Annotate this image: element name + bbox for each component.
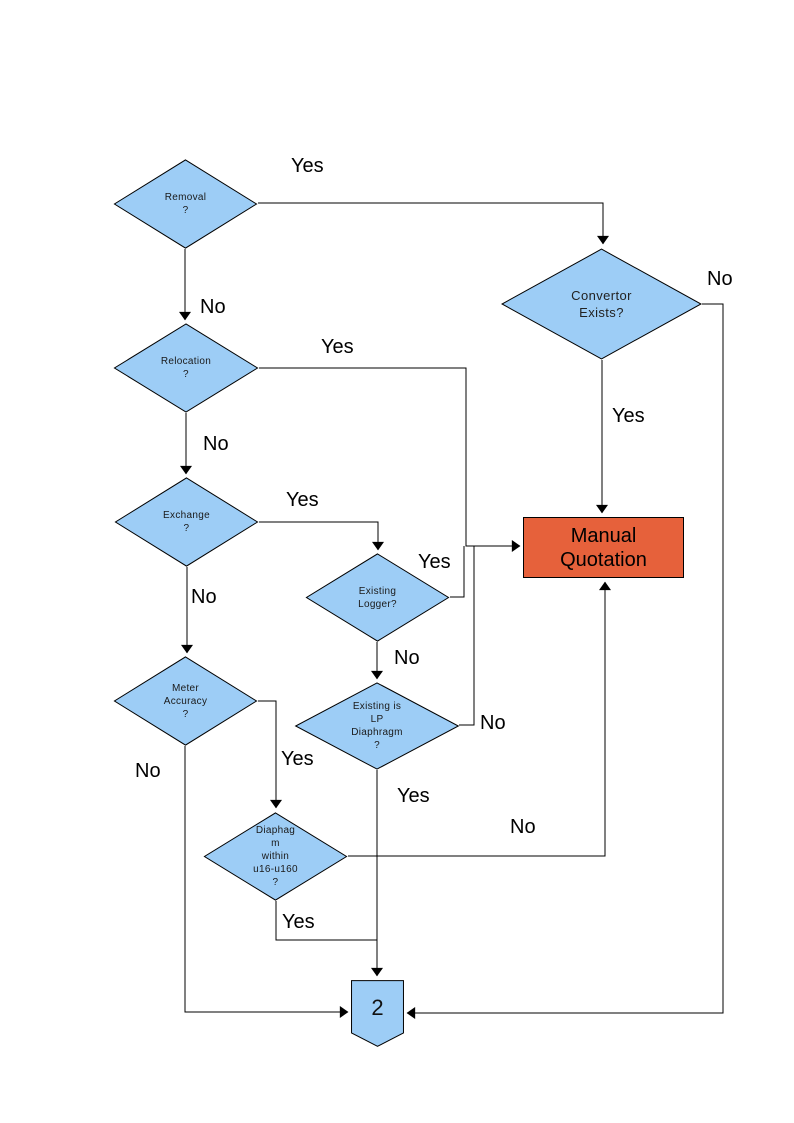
edge-label-meter-accuracy-no: No <box>135 760 161 782</box>
node-convertor-exists: Convertor Exists? <box>500 248 703 360</box>
edge-label-diaphragm-range-yes: Yes <box>282 911 315 933</box>
node-removal: Removal ? <box>113 159 258 249</box>
exchange-diamond-shape <box>114 477 259 567</box>
edge-label-exchange-yes: Yes <box>286 489 319 511</box>
node-manual-quotation-label: Manual Quotation <box>560 524 647 571</box>
node-relocation: Relocation ? <box>113 323 259 413</box>
node-relocation-label: Relocation ? <box>160 356 212 380</box>
node-offpage-connector: 2 <box>351 980 404 1047</box>
node-meter-accuracy: Meter Accuracy ? <box>113 656 258 746</box>
node-exchange: Exchange ? <box>114 477 259 567</box>
node-removal-label: Removal ? <box>164 192 207 216</box>
edge-relocation-yes <box>259 367 521 552</box>
meter-accuracy-diamond-shape <box>113 656 258 746</box>
existing-lp-diaphragm-diamond-shape <box>294 682 460 770</box>
node-diaphragm-range-label: Diaphag m within u16-u160 ? <box>253 825 298 888</box>
edge-label-existing-logger-no: No <box>394 647 420 669</box>
edge-exchange-yes <box>259 521 384 551</box>
edge-label-removal-no: No <box>200 296 226 318</box>
edge-label-relocation-yes: Yes <box>321 336 354 358</box>
offpage-connector-pentagon-shape <box>351 980 404 1047</box>
edge-label-lp-diaphragm-yes: Yes <box>397 785 430 807</box>
edge-lp-diaphragm-no <box>459 546 475 726</box>
node-existing-logger-label: Existing Logger? <box>358 585 397 610</box>
node-diaphragm-range: Diaphag m within u16-u160 ? <box>203 812 348 901</box>
edge-meter-accuracy-yes <box>258 700 282 809</box>
existing-logger-diamond-shape <box>305 553 450 642</box>
node-existing-logger: Existing Logger? <box>305 553 450 642</box>
edge-existing-logger-yes <box>450 546 465 598</box>
node-exchange-label: Exchange ? <box>163 510 210 534</box>
edge-label-convertor-no: No <box>707 268 733 290</box>
edge-label-lp-diaphragm-no: No <box>480 712 506 734</box>
node-offpage-connector-label: 2 <box>371 994 384 1020</box>
edge-label-existing-logger-yes: Yes <box>418 551 451 573</box>
convertor-exists-diamond-shape <box>500 248 703 360</box>
edge-convertor-no <box>406 303 724 1019</box>
edge-label-exchange-no: No <box>191 586 217 608</box>
node-convertor-exists-label: Convertor Exists? <box>571 288 632 320</box>
node-meter-accuracy-label: Meter Accuracy ? <box>163 682 208 720</box>
edge-label-meter-accuracy-yes: Yes <box>281 748 314 770</box>
edge-label-convertor-yes: Yes <box>612 405 645 427</box>
diaphragm-range-diamond-shape <box>203 812 348 901</box>
edge-diaphragm-range-no <box>348 581 611 857</box>
edge-diaphragm-range-yes <box>275 901 377 941</box>
edge-meter-accuracy-no <box>184 746 349 1018</box>
node-existing-lp-diaphragm-label: Existing is LP Diaphragm ? <box>351 701 403 751</box>
removal-diamond-shape <box>113 159 258 249</box>
edge-removal-yes <box>258 202 609 245</box>
edge-label-removal-yes: Yes <box>291 155 324 177</box>
edge-label-relocation-no: No <box>203 433 229 455</box>
node-existing-lp-diaphragm: Existing is LP Diaphragm ? <box>294 682 460 770</box>
edge-label-diaphragm-range-no: No <box>510 816 536 838</box>
relocation-diamond-shape <box>113 323 259 413</box>
node-manual-quotation: Manual Quotation <box>523 517 684 578</box>
